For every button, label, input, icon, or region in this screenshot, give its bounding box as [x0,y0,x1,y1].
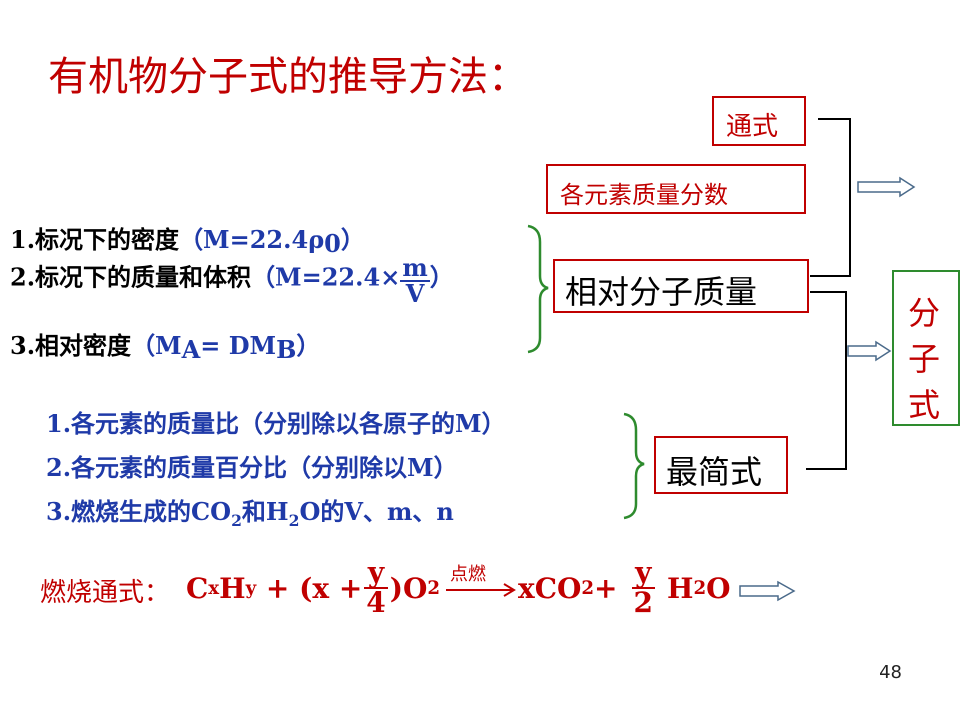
co2-subscript: 2 [231,510,242,530]
simplest-formula-label: 最简式 [666,453,763,491]
frac2-numerator: y [631,559,655,589]
molecular-formula-box: 分 子 式 [892,270,960,426]
method-3-close: ） [296,331,321,360]
simplest-method-2: 2.各元素的质量百分比（分别除以M） [46,453,458,482]
frac2-denominator: 2 [633,586,653,619]
relative-molecular-mass-box: 相对分子质量 [553,259,809,313]
co2-product: xCO [518,571,582,605]
simplest-method-1: 1.各元素的质量比（分别除以各原子的M） [46,409,506,438]
oxygen-symbol: )O [389,571,428,605]
simplest-method-3-c: O的V、m、n [299,497,454,526]
rho-subscript: 0 [324,229,341,259]
method-1-formula: （M=22.4ρ [179,225,325,254]
frac1-numerator: y [364,559,388,589]
hydrogen-subscript-y: y [245,577,257,599]
molecular-formula-char-1: 分 [908,294,941,332]
method-3-open: （M [131,331,182,360]
ignition-label: 点燃 [450,564,486,585]
relative-molecular-mass-label: 相对分子质量 [565,273,758,311]
subscript-b: B [276,335,297,365]
products-plus: + [594,571,618,605]
method-3-mid: = DM [200,331,277,360]
molecular-formula-char-2: 子 [908,340,941,378]
combustion-label: 燃烧通式： [40,578,171,608]
simplest-method-3: 3.燃烧生成的CO2和H2O的V、m、n [46,492,454,530]
arrow-after-combustion [739,580,796,602]
method-relative-density: 3.相对密度（MA= DMB） [10,326,320,364]
water-h: H [666,571,694,605]
hydrogen-symbol: H [219,571,246,605]
arrow-to-right-1 [857,176,916,198]
page-number: 48 [879,662,902,683]
green-brace-2 [623,412,645,520]
method-2-close: ） [429,262,454,292]
carbon-subscript-x: x [208,577,220,599]
oxygen-subscript: 2 [427,577,441,599]
molecular-formula-char-3: 式 [908,386,941,424]
simplest-method-3-b: 和H [241,497,289,526]
general-formula-box: 通式 [712,96,806,146]
subscript-a: A [181,335,201,365]
simplest-method-3-a: 3.燃烧生成的CO [46,497,232,526]
carbon-symbol: C [186,571,209,605]
water-o: O [706,571,731,605]
method-density-stp: 1.标况下的密度（M=22.4ρ0） [10,220,365,258]
arrow-to-molecular-formula [847,340,892,362]
element-mass-fraction-label: 各元素质量分数 [560,181,728,209]
page-title: 有机物分子式的推导方法： [48,54,528,100]
green-brace-1 [527,224,549,354]
h2o-subscript: 2 [288,510,300,530]
method-2-formula: （M=22.4× [251,262,401,292]
element-mass-fraction-box: 各元素质量分数 [546,164,806,214]
method-1-close: ） [340,225,365,254]
fraction-numerator-m: m [400,253,430,282]
plus-paren: + (x + [256,571,363,605]
simplest-formula-box: 最简式 [654,436,788,494]
frac1-denominator: 4 [366,586,386,619]
fraction-denominator-v: V [405,279,425,308]
water-subscript: 2 [693,577,707,599]
method-2-label: 2.标况下的质量和体积 [10,262,252,292]
method-1-label: 1.标况下的密度 [10,225,180,254]
method-3-label: 3.相对密度 [10,331,132,360]
co2-product-subscript: 2 [581,577,595,599]
general-formula-label: 通式 [726,112,779,142]
